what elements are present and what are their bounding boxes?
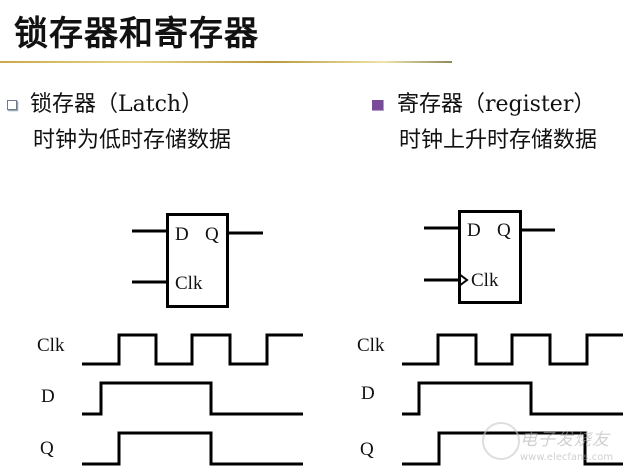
register-clk-label: Clk (471, 270, 499, 291)
register-wave-label-d: D (361, 383, 375, 404)
page-title: 锁存器和寄存器 (14, 14, 259, 54)
latch-clk-waveform (82, 333, 303, 366)
register-subtitle: 时钟上升时存储数据 (399, 128, 598, 153)
latch-heading-en: （Latch） (96, 92, 204, 117)
watermark-text: 电子发烧友 (520, 430, 610, 450)
register-heading-cn: 寄存器 (397, 92, 464, 117)
watermark: 电子发烧友 www.elecfans.com (520, 425, 613, 463)
register-wave-label-q: Q (360, 439, 374, 460)
title-divider (0, 61, 452, 63)
watermark-url: www.elecfans.com (520, 452, 614, 463)
latch-clk-label: Clk (175, 273, 203, 294)
register-block (458, 210, 522, 304)
register-q-label: Q (497, 220, 511, 241)
latch-heading-cn: 锁存器 (30, 92, 97, 117)
latch-d-label: D (175, 224, 189, 245)
register-d-label: D (467, 220, 481, 241)
latch-block (166, 213, 229, 308)
latch-q-waveform (82, 431, 303, 466)
latch-subtitle: 时钟为低时存储数据 (33, 128, 232, 153)
latch-d-waveform (82, 381, 303, 416)
watermark-logo-icon (482, 422, 520, 460)
register-heading-en: （register） (463, 92, 596, 117)
latch-heading: 锁存器（Latch） (30, 92, 203, 118)
register-heading: 寄存器（register） (397, 92, 595, 118)
latch-wave-label-d: D (41, 386, 55, 407)
latch-wave-label-clk: Clk (37, 335, 65, 356)
latch-q-label: Q (205, 224, 219, 245)
hollow-square-bullet-icon (7, 100, 17, 110)
register-wave-label-clk: Clk (357, 335, 385, 356)
purple-square-bullet-icon (372, 100, 384, 111)
latch-wave-label-q: Q (40, 438, 54, 459)
register-d-waveform (402, 381, 623, 416)
register-clk-waveform (402, 333, 623, 366)
